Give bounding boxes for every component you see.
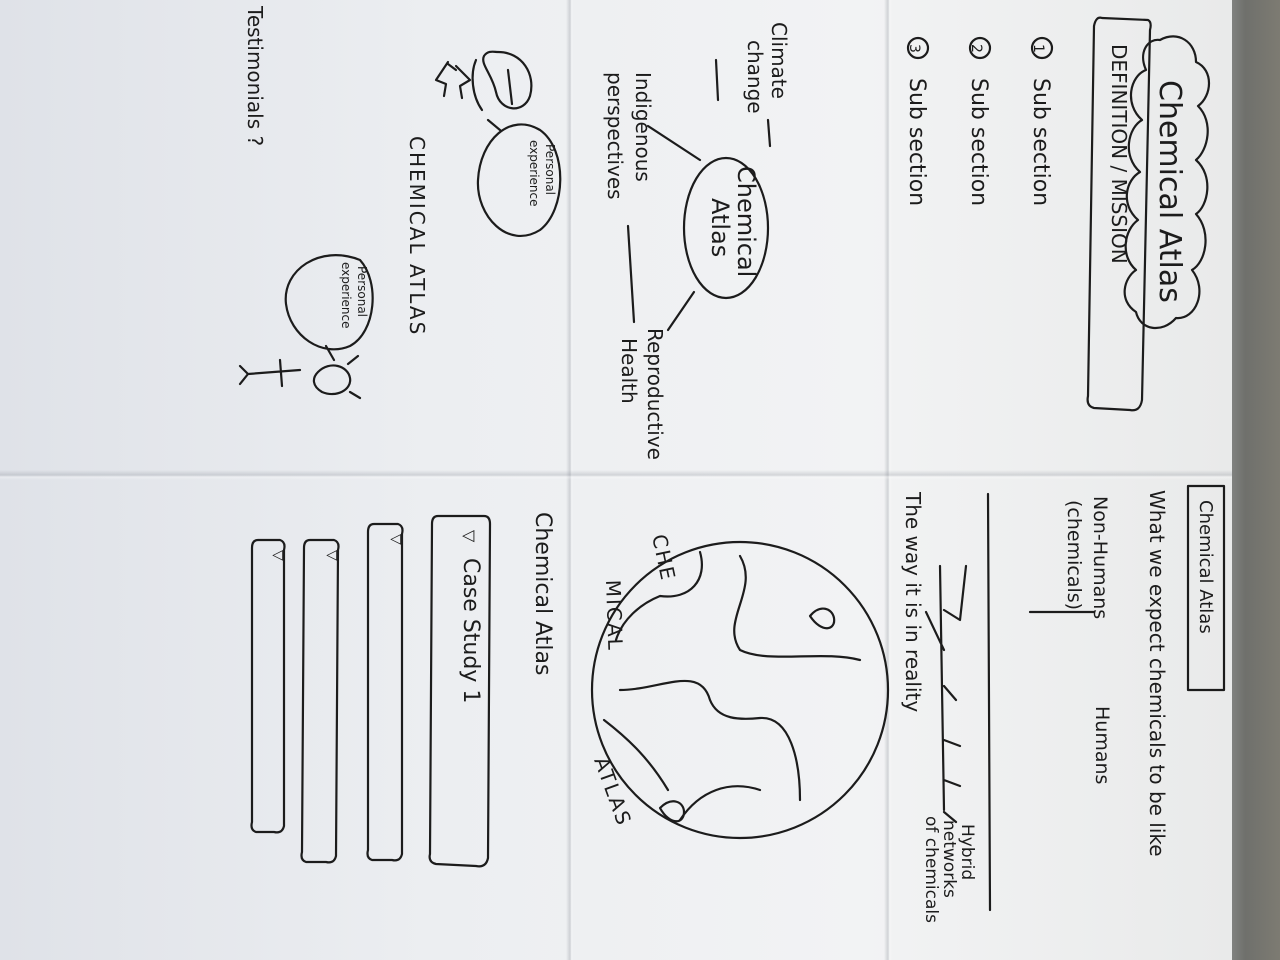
- paper-fold-vertical: [884, 0, 892, 960]
- subsection-label: Sub section: [904, 78, 929, 206]
- subsection-number-circle: [1030, 36, 1054, 60]
- subsection-number: 1: [1030, 44, 1046, 53]
- chemical-atlas-caps-heading: CHEMICAL ATLAS: [405, 136, 429, 336]
- case-study-label: Case Study 1: [458, 558, 483, 703]
- paper-fold-horizontal: [0, 470, 1232, 480]
- mindmap-center-line2: Atlas: [706, 198, 734, 257]
- mindmap-connector: [666, 290, 696, 332]
- personal-bubble-line1: Personal: [543, 144, 557, 195]
- paper-fold-vertical: [566, 0, 574, 960]
- personal-bubble-line1: Personal: [355, 266, 369, 317]
- globe-text-che: CHE: [647, 532, 680, 584]
- case-study-marker: ▽: [324, 550, 340, 561]
- hybrid-line2: networks: [939, 820, 959, 898]
- globe-drop: [808, 607, 836, 630]
- definition-mission-label: DEFINITION / MISSION: [1107, 44, 1131, 264]
- subsection-number: 3: [906, 44, 922, 53]
- definition-bar-outline: [1086, 16, 1152, 412]
- mindmap-connector: [766, 118, 772, 148]
- hybrid-network-lines: [924, 564, 968, 824]
- humans-label: Humans: [1091, 706, 1113, 784]
- header-title: Chemical Atlas: [1152, 80, 1187, 303]
- personal-bubble-line2: experience: [527, 140, 541, 207]
- mindmap-connector: [646, 124, 702, 162]
- personal-bubble-line2: experience: [339, 262, 353, 329]
- folded-paper-sheet: [0, 0, 1232, 960]
- divider-line: [986, 492, 992, 912]
- mindmap-indigenous-line2: perspectives: [603, 72, 627, 200]
- case-study-bar-outline: [300, 538, 340, 864]
- testimonials-label: Testimonials ?: [243, 5, 267, 146]
- globe-text-atlas: ATLAS: [589, 754, 636, 830]
- mindmap-connector: [626, 224, 636, 324]
- mindmap-reproductive-line1: Reproductive: [643, 328, 667, 460]
- expectation-caption: What we expect chemicals to be like: [1145, 490, 1169, 857]
- case-study-marker: ▽: [270, 550, 286, 561]
- mindmap-climate-line2: change: [743, 40, 767, 114]
- case-study-marker: ▽: [388, 534, 404, 545]
- figure-doodle: [238, 358, 302, 388]
- globe-drop: [658, 800, 686, 823]
- hybrid-line1: Hybrid: [957, 824, 977, 880]
- case-study-bar-outline: [428, 514, 492, 868]
- mindmap-indigenous-line1: Indigenous: [631, 72, 655, 182]
- globe-text-mical: MICAL: [601, 579, 627, 652]
- mindmap-center-ellipse: [682, 156, 770, 300]
- globe-title: Chemical Atlas: [530, 512, 555, 675]
- case-study-bar-outline: [250, 538, 286, 834]
- personal-bubble-outline: [476, 118, 562, 237]
- figure-doodle: [471, 58, 484, 112]
- reality-caption: The way it is in reality: [901, 491, 925, 712]
- subsection-label: Sub section: [1028, 78, 1053, 206]
- mindmap-reproductive-line2: Health: [617, 338, 641, 404]
- subsection-number-circle: [968, 36, 992, 60]
- subsection-number-circle: [906, 36, 930, 60]
- header-cloud-outline: [1123, 35, 1211, 329]
- subsection-label: Sub section: [966, 78, 991, 206]
- figure-doodle: [482, 50, 533, 110]
- case-study-marker: ▽: [460, 530, 479, 543]
- non-humans-line2: (chemicals): [1063, 500, 1085, 610]
- figure-doodle: [312, 354, 362, 400]
- subsection-number: 2: [968, 44, 984, 53]
- globe-outline: [590, 540, 890, 840]
- case-study-bar-outline: [366, 522, 404, 862]
- personal-bubble-outline: [284, 254, 374, 362]
- non-humans-line1: Non-Humans: [1089, 496, 1111, 619]
- figure-doodle: [434, 60, 472, 100]
- mindmap-climate-line1: Climate: [767, 22, 791, 99]
- chemical-atlas-tag-outline: [1186, 484, 1226, 692]
- chemical-atlas-tag: Chemical Atlas: [1195, 500, 1216, 634]
- mindmap-connector: [714, 58, 720, 102]
- globe-continents: [602, 550, 862, 822]
- hybrid-line3: of chemicals: [921, 816, 941, 923]
- mindmap-center-line1: Chemical: [732, 166, 760, 277]
